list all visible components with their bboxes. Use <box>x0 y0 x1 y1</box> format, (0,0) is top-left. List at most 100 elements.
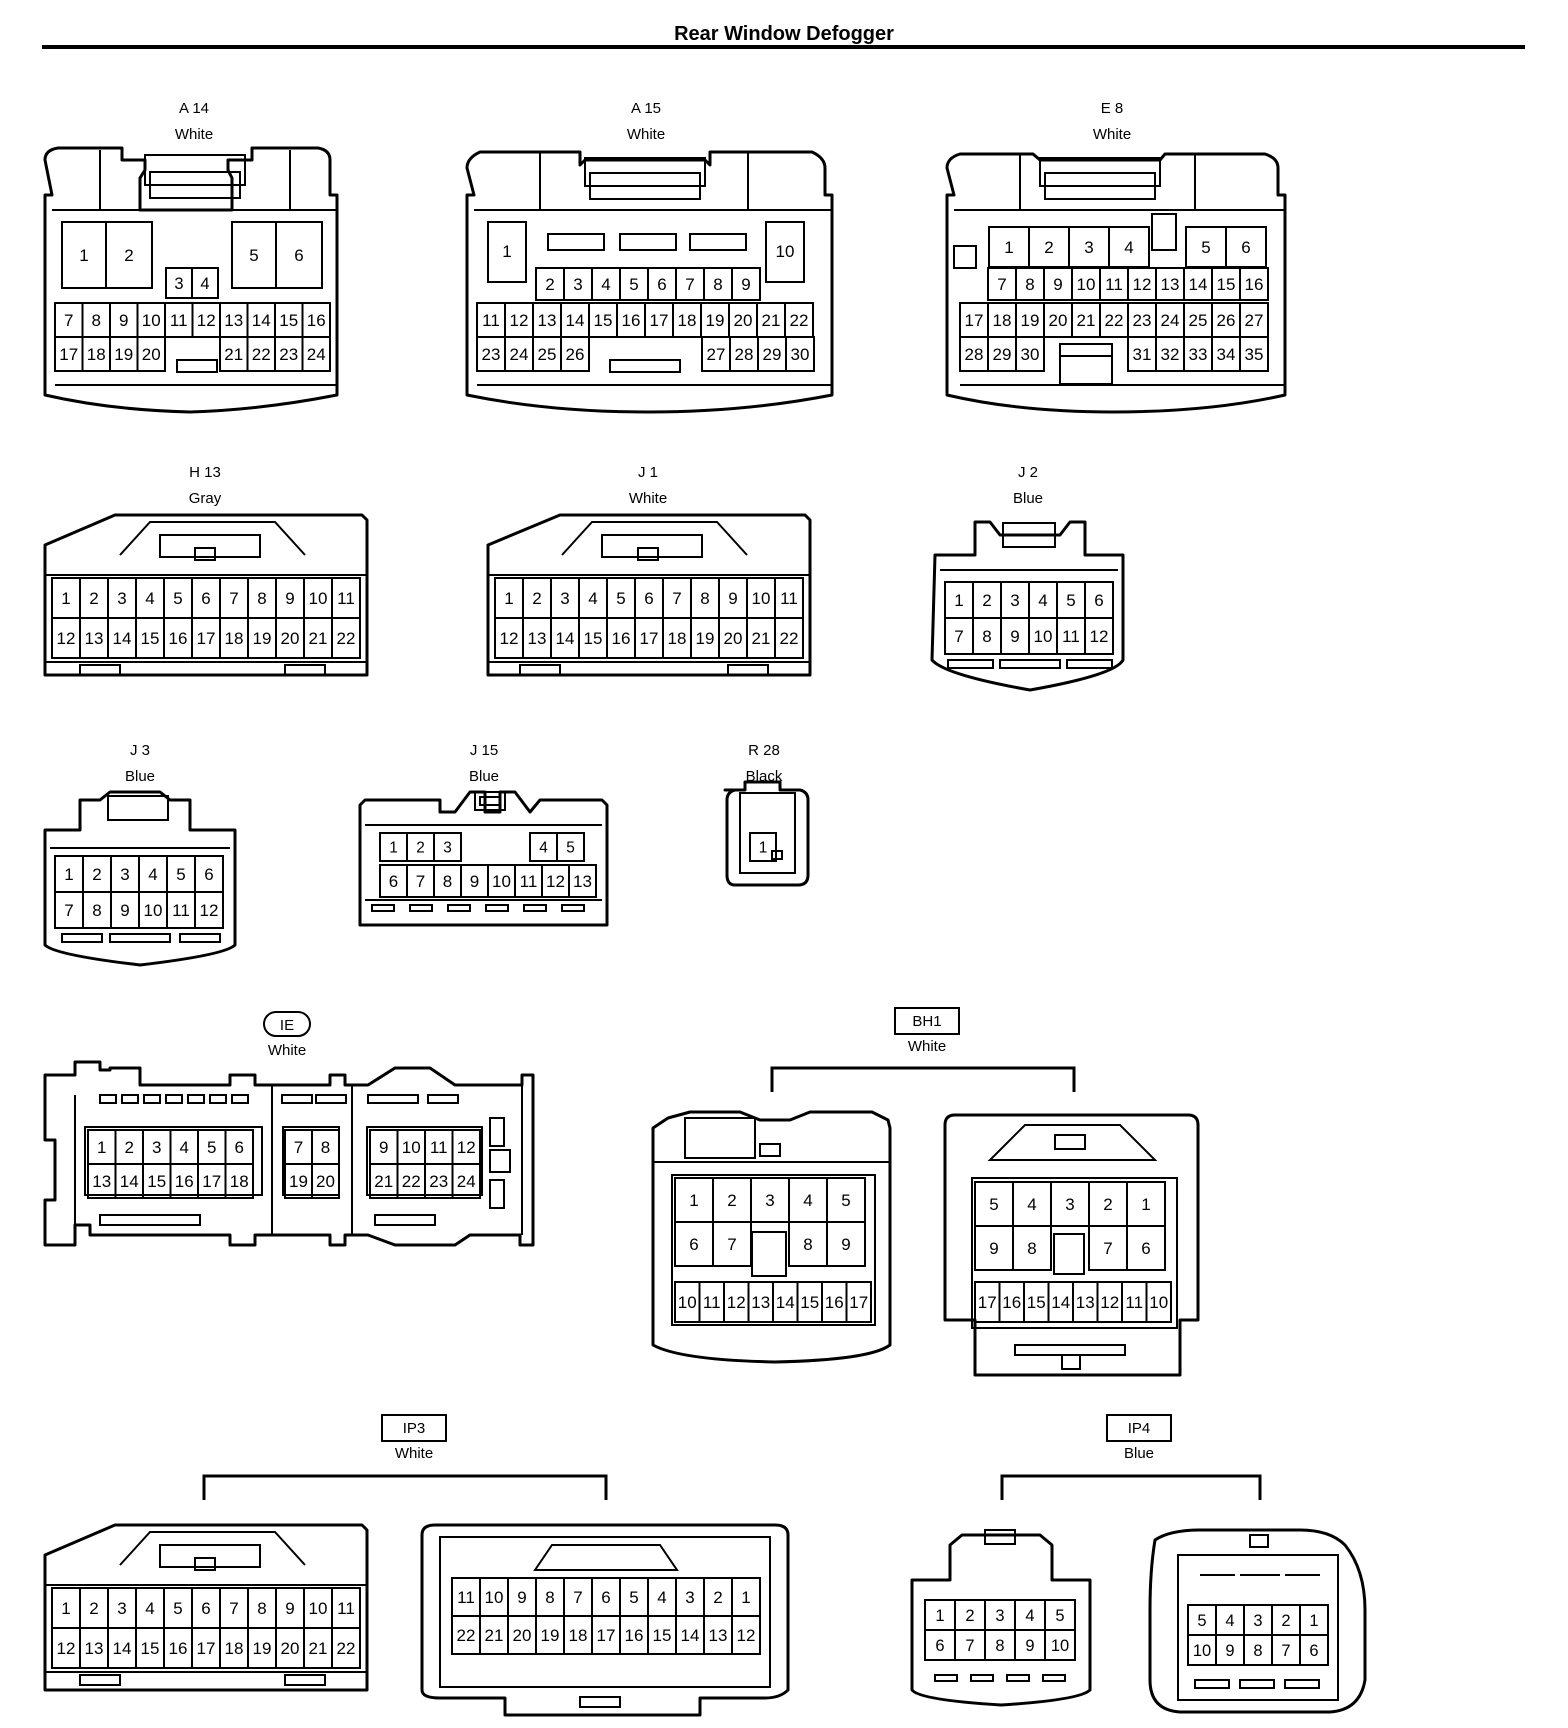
pin-number: 9 <box>741 275 750 294</box>
pin-number: 4 <box>1225 1612 1234 1630</box>
housing-detail <box>1061 1354 1081 1370</box>
pin-number: 28 <box>735 345 754 364</box>
pin-number: 30 <box>1021 345 1040 364</box>
pin-number: 11 <box>1062 627 1080 646</box>
pin-number: 9 <box>1053 275 1062 294</box>
pin-number: 7 <box>416 872 425 891</box>
pin-number: 10 <box>1149 1293 1168 1312</box>
pin-number: 6 <box>601 1588 610 1607</box>
housing-detail <box>209 1094 227 1104</box>
pin-number: 22 <box>780 629 799 648</box>
pin-cell <box>1012 1225 1052 1271</box>
connector-id: IP4 <box>1128 1420 1151 1437</box>
housing-detail <box>149 171 241 199</box>
housing-detail <box>561 904 585 912</box>
connector-housing <box>43 1060 535 1247</box>
pin-number: 9 <box>841 1235 850 1254</box>
pin-number: 2 <box>125 1138 134 1157</box>
pin-number: 10 <box>142 311 161 330</box>
pin-number: 24 <box>307 345 326 364</box>
pin-number: 8 <box>1253 1642 1262 1660</box>
pin-number: 20 <box>513 1626 532 1645</box>
housing-detail <box>1014 1344 1126 1356</box>
connector-housing <box>465 150 834 414</box>
pin-number: 6 <box>689 1235 698 1254</box>
pin-block-frame <box>439 1536 771 1688</box>
pin-number: 23 <box>1133 311 1152 330</box>
housing-detail <box>547 233 605 251</box>
pin-number: 3 <box>117 1599 126 1618</box>
connector-housing <box>43 146 339 414</box>
pin-number: 12 <box>57 629 76 648</box>
pin-number: 3 <box>1084 238 1093 257</box>
pin-block-frame <box>971 1177 1178 1329</box>
pin-number: 24 <box>510 345 529 364</box>
page-title: Rear Window Defogger <box>674 23 894 45</box>
pin-number: 5 <box>989 1195 998 1214</box>
housing-detail <box>447 904 471 912</box>
pin-cell <box>451 1163 481 1199</box>
pin-number: 8 <box>321 1138 330 1157</box>
pin-number: 7 <box>672 589 681 608</box>
housing-detail <box>579 1696 621 1708</box>
pin-number: 2 <box>1103 1195 1112 1214</box>
pin-number: 13 <box>751 1293 770 1312</box>
pin-number: 5 <box>841 1191 850 1210</box>
pin-number: 13 <box>573 872 592 891</box>
pin-number: 18 <box>993 311 1012 330</box>
housing-detail <box>637 547 659 561</box>
pin-number: 3 <box>1065 1195 1074 1214</box>
housing-latch <box>561 521 748 556</box>
pin-cell <box>1145 1281 1172 1323</box>
housing-latch <box>533 1544 679 1571</box>
pin-number: 15 <box>141 1639 160 1658</box>
pin-number: 7 <box>64 311 73 330</box>
pin-number: 14 <box>681 1626 700 1645</box>
housing-detail <box>1249 1534 1269 1548</box>
pin-number: 1 <box>935 1607 944 1625</box>
pin-number: 21 <box>1077 311 1096 330</box>
pin-number: 4 <box>1038 591 1047 610</box>
housing-latch <box>119 1531 306 1566</box>
connector-color: Blue <box>1124 1445 1154 1462</box>
connector-housing <box>930 520 1125 692</box>
pin-number: 1 <box>502 242 511 261</box>
connector-color: White <box>627 126 665 143</box>
pin-number: 12 <box>1133 275 1152 294</box>
housing-detail <box>79 664 121 676</box>
pin-number: 5 <box>566 840 575 857</box>
pin-number: 1 <box>504 589 513 608</box>
pin-number: 11 <box>520 872 538 891</box>
pin-number: 3 <box>443 840 452 857</box>
pin-number: 3 <box>152 1138 161 1157</box>
pin-number: 14 <box>566 311 585 330</box>
housing-detail <box>1054 1134 1086 1150</box>
connector-color: Blue <box>1013 490 1043 507</box>
housing-detail <box>474 791 506 811</box>
pin-number: 26 <box>566 345 585 364</box>
pin-number: 3 <box>573 275 582 294</box>
housing-detail <box>231 1094 249 1104</box>
pin-number: 23 <box>429 1172 448 1191</box>
connector-color: White <box>1093 126 1131 143</box>
pin-cell <box>1044 1629 1076 1661</box>
pin-number: 22 <box>337 629 356 648</box>
pin-number: 4 <box>1124 238 1133 257</box>
pin-number: 7 <box>685 275 694 294</box>
pin-cell <box>560 336 590 372</box>
housing-latch <box>987 1124 1158 1161</box>
pin-number: 7 <box>954 627 963 646</box>
pin-number: 33 <box>1189 345 1208 364</box>
pin-number: 4 <box>1025 1607 1034 1625</box>
housing-detail <box>589 172 701 200</box>
pin-number: 8 <box>982 627 991 646</box>
pin-cell <box>1239 336 1269 372</box>
pin-number: 19 <box>289 1172 308 1191</box>
housing-detail <box>107 795 169 821</box>
pin-number: 11 <box>780 589 798 608</box>
pin-number: 17 <box>640 629 659 648</box>
pin-number: 6 <box>1241 238 1250 257</box>
pin-number: 22 <box>252 345 271 364</box>
pin-number: 2 <box>965 1607 974 1625</box>
pin-number: 6 <box>1309 1642 1318 1660</box>
